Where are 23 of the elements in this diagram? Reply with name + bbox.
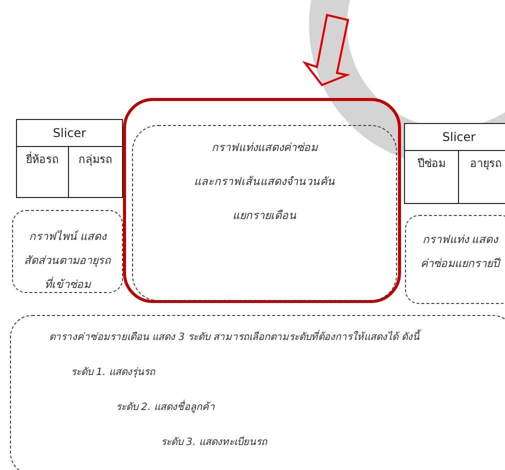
description-text: กราฟไพน์ แสดงสัดส่วนตามอายุรถที่เข้าซ่อม [24, 229, 111, 293]
dashed-box [10, 315, 505, 470]
dashed-box [12, 210, 123, 293]
slicer-table [16, 119, 123, 198]
table-cell: ปีซ่อม [405, 150, 459, 203]
table-cell: ยี่ห้อรถ [17, 146, 69, 197]
description-text: และกราฟเส้นแสดงจำนวนคัน [193, 174, 336, 190]
level-text: ระดับ 1. แสดงรุ่นรถ [71, 366, 155, 380]
dashed-box [405, 215, 505, 304]
description-text: แยกรายเดือน [232, 208, 298, 224]
slicer-table [404, 123, 505, 204]
highlight-frame [123, 98, 401, 303]
description-text: กราฟแท่งแสดงค่าซ่อม [210, 140, 320, 156]
level-text: ระดับ 2. แสดงชื่อลูกค้า [116, 400, 215, 416]
dashed-box [132, 125, 397, 301]
table-cell-text: อายุรถ [469, 156, 503, 172]
table-header: Slicer [405, 124, 505, 151]
level-text: ระดับ 3. แสดงทะเบียนรถ [161, 436, 267, 450]
description-text: กราฟแท่ง แสดงค่าซ่อมแยกรายปี [420, 232, 502, 272]
block-arrow [302, 14, 350, 86]
heading-text: ตารางค่าซ่อมรายเดือน แสดง 3 ระดับ สามารถเลือกตามระดับที่ต้องการให้แสดงได้ ดังนี้ [49, 330, 420, 346]
table-cell-text: กลุ่มรถ [78, 152, 114, 168]
table-header: Slicer [17, 120, 122, 147]
